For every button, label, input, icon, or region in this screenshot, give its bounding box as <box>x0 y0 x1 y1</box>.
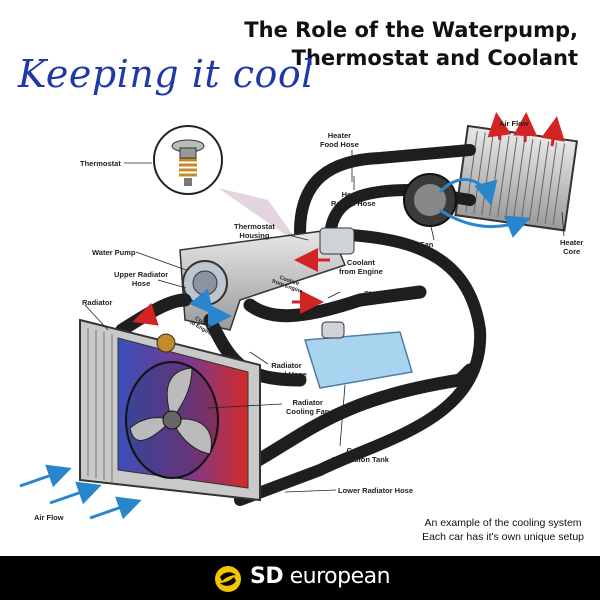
label-radiator: Radiator <box>82 298 113 307</box>
heater-airflow-arrows <box>487 112 565 147</box>
tagline: Keeping it cool <box>18 52 314 96</box>
label-coolant-from-engine: Coolant from Engine <box>339 258 383 276</box>
label-heater-core: Heater Core <box>560 238 584 256</box>
footer-bar: SD european <box>0 556 600 600</box>
label-thermostat-housing: Thermostat Housing <box>234 222 275 240</box>
thermostat-inset <box>153 125 223 195</box>
title-line-1: The Role of the Waterpump, <box>244 18 578 42</box>
label-radiator-cooling-fan: Radiator Cooling Fan <box>286 398 330 416</box>
page-title: The Role of the Waterpump, Thermostat an… <box>178 16 578 72</box>
label-steam-hose: Steam Hose <box>364 289 407 298</box>
label-heater-food-hose: Heater Food Hose <box>320 131 359 149</box>
footnote-line-2: Each car has it's own unique setup <box>422 531 584 543</box>
label-air-flow-bottom: Air Flow <box>34 513 64 522</box>
label-coolant-expansion-tank: Coolant Expansion Tank <box>332 446 389 464</box>
radiator-cooling-fan <box>125 361 219 479</box>
heater-core <box>454 124 579 232</box>
bottom-airflow-arrows <box>19 464 142 520</box>
brand-name-light: european <box>283 564 391 589</box>
expansion-tank <box>304 321 413 389</box>
label-thermostat: Thermostat <box>80 159 121 168</box>
label-fan: Fan <box>420 240 434 249</box>
thermostat-callout-cone <box>218 188 300 245</box>
label-water-pump: Water Pump <box>92 248 136 257</box>
heater-hoses <box>234 144 487 506</box>
footnote-line-1: An example of the cooling system <box>424 517 582 529</box>
brand-logo-icon <box>215 566 241 592</box>
title-line-2: Thermostat and Coolant <box>291 46 578 70</box>
label-heater-return-hose: Heater Return Hose <box>331 190 376 208</box>
diagram-artwork <box>19 112 579 520</box>
label-upper-radiator-hose: Upper Radiator Hose <box>114 270 169 288</box>
label-lower-radiator-hose: Lower Radiator Hose <box>338 486 414 495</box>
brand-name-bold: SD <box>250 564 284 589</box>
leader-lines <box>84 150 565 493</box>
label-air-flow-top: Air Flow <box>499 119 529 128</box>
label-radiator-bleed-hose: Radiator Bleed Hose <box>266 361 307 379</box>
blower-fan <box>403 173 531 238</box>
brand-name: SD european <box>250 564 391 589</box>
coolant-flow-arrows <box>132 248 330 328</box>
footnote: An example of the cooling system Each ca… <box>422 516 584 544</box>
